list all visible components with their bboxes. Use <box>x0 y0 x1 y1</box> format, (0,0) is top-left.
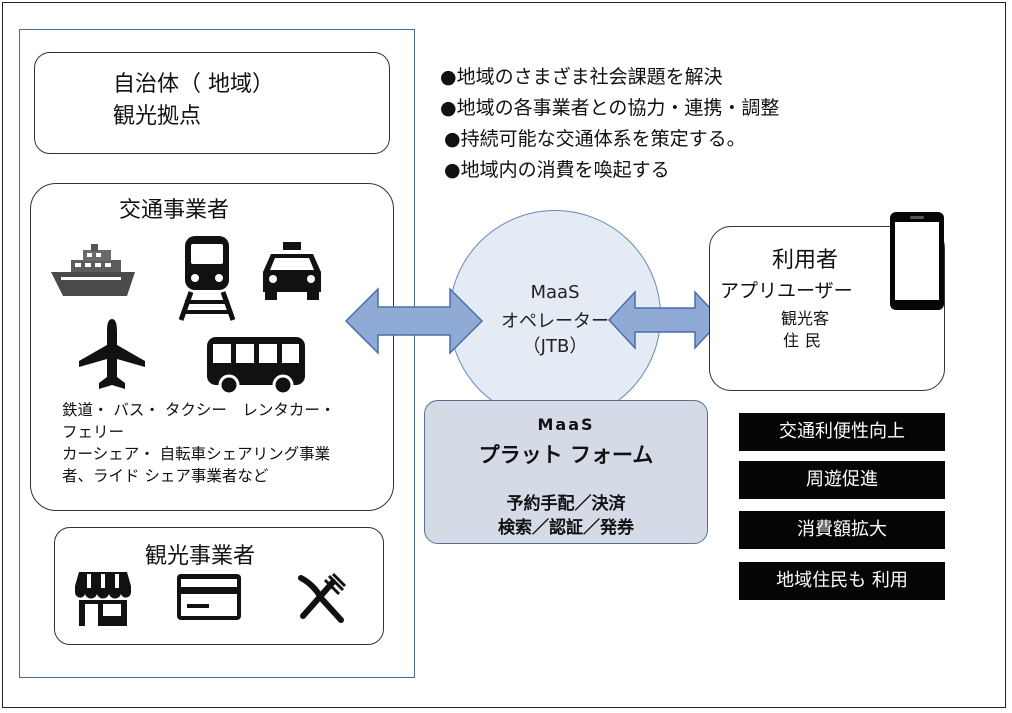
tourism-hub-label: 観光拠点 <box>113 104 202 129</box>
credit-card-icon <box>177 574 241 620</box>
transport-operators-box: 交通事業者 <box>30 183 394 511</box>
maas-platform-box: MaaS プラット フォーム 予約手配／決済 検索／認証／発券 <box>424 400 708 544</box>
benefit-badge: 交通利便性向上 <box>739 413 945 451</box>
double-arrow-left-icon <box>344 287 484 355</box>
bus-icon <box>207 337 305 396</box>
description-line: フェリー <box>62 423 125 441</box>
tourism-operators-box: 観光事業者 <box>54 527 384 645</box>
transport-operators-description: 鉄道・ バス・ タクシー レンタカー・ フェリー カーシェア・ 自転車シェアリン… <box>62 399 392 487</box>
store-icon <box>75 572 131 626</box>
fork-knife-icon <box>298 572 347 623</box>
operator-label-role: オペレーター <box>501 311 609 332</box>
train-icon <box>178 236 236 321</box>
operator-label-maas: MaaS <box>530 282 580 303</box>
platform-functions-line: 検索／認証／発券 <box>498 518 634 538</box>
stakeholder-panel <box>19 29 415 678</box>
ship-icon <box>51 244 135 296</box>
platform-functions-line: 予約手配／決済 <box>506 494 626 514</box>
goal-item: ●地域の各事業者との協力・連携・調整 <box>440 97 780 119</box>
government-label: 自治体（ 地域） <box>113 72 274 97</box>
benefit-badge: 周遊促進 <box>739 461 945 499</box>
description-line: カーシェア・ 自転車シェアリング事業 <box>62 445 331 463</box>
goals-list: ●地域のさまざま社会課題を解決 ●地域の各事業者との協力・連携・調整 ●持続可能… <box>440 62 779 186</box>
airplane-icon <box>79 319 145 389</box>
taxi-icon <box>263 242 321 300</box>
description-line: 鉄道・ バス・ タクシー レンタカー・ <box>62 401 336 419</box>
platform-title: プラット フォーム <box>478 443 654 467</box>
transport-operators-title: 交通事業者 <box>119 198 230 223</box>
goal-item: ●地域内の消費を喚起する <box>444 159 670 181</box>
tourism-operators-title: 観光事業者 <box>145 544 256 569</box>
users-title: 利用者 <box>771 248 838 273</box>
tourists-label: 観光客 <box>780 309 829 328</box>
description-line: 者、ライド シェア事業者など <box>62 467 269 485</box>
platform-title-maas: MaaS <box>537 415 595 434</box>
operator-label-company: （JTB） <box>522 336 588 357</box>
smartphone-icon <box>890 212 944 310</box>
residents-label: 住民 <box>782 331 827 350</box>
government-box: 自治体（ 地域） 観光拠点 <box>34 52 390 154</box>
goal-item: ●地域のさまざま社会課題を解決 <box>440 66 723 88</box>
goal-item: ●持続可能な交通体系を策定する。 <box>444 128 746 150</box>
app-users-label: アプリユーザー <box>720 280 853 302</box>
benefit-badge: 消費額拡大 <box>739 511 945 549</box>
benefit-badge: 地域住民も 利用 <box>739 562 945 600</box>
